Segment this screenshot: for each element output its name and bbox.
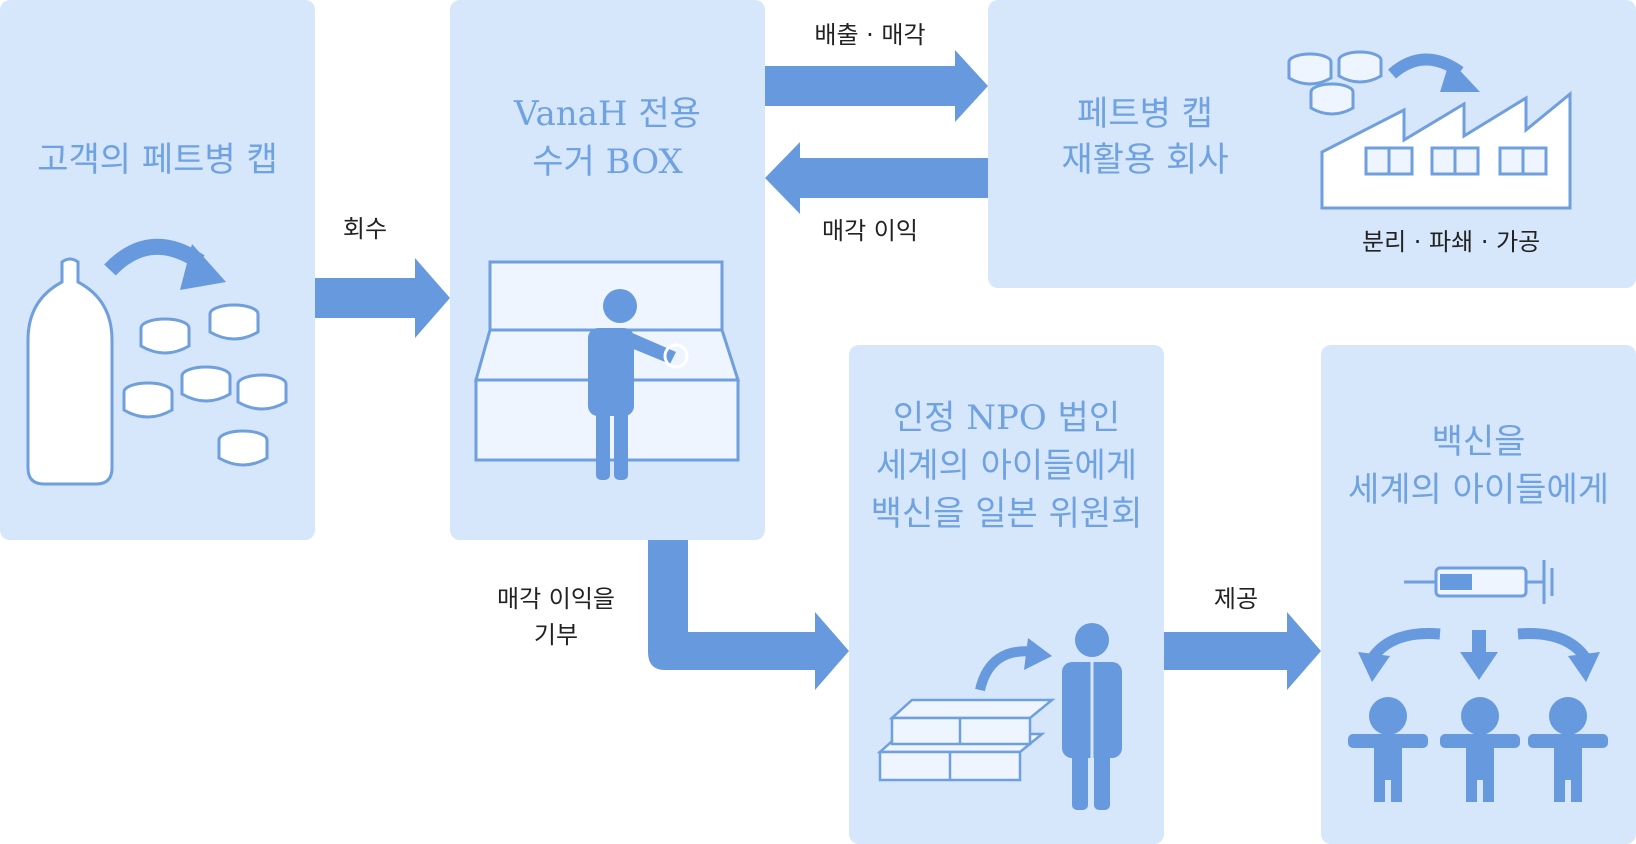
sell-arrow [765, 50, 988, 122]
sell-label: 배출 · 매각 [814, 21, 926, 49]
npo-title-line2: 세계의 아이들에게 [875, 446, 1138, 486]
provide-label: 제공 [1213, 585, 1259, 613]
npo-title-line1: 인정 NPO 법인 [892, 398, 1121, 438]
recycler-title-line1: 페트병 캡 [1077, 94, 1213, 134]
recycler-caption: 분리 · 파쇄 · 가공 [1362, 228, 1541, 256]
donate-arrow [648, 540, 849, 690]
money-to-person-icon [876, 623, 1122, 810]
profit-arrow [765, 142, 988, 214]
collection-title-line2: 수거 BOX [532, 142, 683, 182]
syringe-to-children-icon [1348, 560, 1608, 802]
collect-arrow [315, 258, 450, 338]
provide-arrow [1164, 612, 1321, 690]
collect-label: 회수 [342, 215, 388, 243]
factory-icon [1287, 50, 1572, 210]
donate-label-line1: 매각 이익을 [496, 585, 616, 613]
profit-label: 매각 이익 [822, 217, 918, 245]
bottle-and-caps-icon [26, 238, 288, 486]
person-at-collection-box-icon [474, 260, 741, 480]
customer-title: 고객의 페트병 캡 [37, 140, 278, 180]
vaccine-title-line1: 백신을 [1431, 422, 1526, 462]
vaccine-title-line2: 세계의 아이들에게 [1347, 470, 1610, 510]
recycler-title-line2: 재활용 회사 [1061, 140, 1229, 180]
donate-label-line2: 기부 [533, 621, 579, 649]
collection-title-line1: VanaH 전용 [514, 94, 701, 134]
npo-title-line3: 백신을 일본 위원회 [870, 494, 1143, 534]
